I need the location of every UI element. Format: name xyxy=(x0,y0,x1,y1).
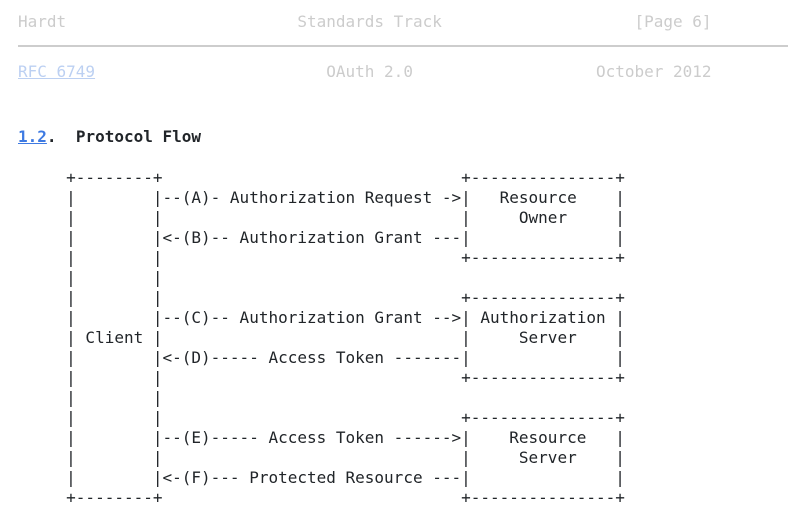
page-header-rest: OAuth 2.0 October 2012 xyxy=(95,62,712,81)
section-heading: 1.2. Protocol Flow xyxy=(18,127,788,147)
page-header-line: RFC 6749 OAuth 2.0 October 2012 xyxy=(18,62,788,82)
page-footer-line: Hardt Standards Track [Page 6] xyxy=(18,12,712,31)
page-divider xyxy=(18,45,788,47)
section-heading-separator: . xyxy=(46,127,76,146)
protocol-flow-figure: +--------+ +---------------+ | |--(A)- A… xyxy=(66,168,625,507)
rfc-6749-link[interactable]: RFC 6749 xyxy=(18,62,96,81)
section-title: Protocol Flow xyxy=(75,127,202,146)
section-number-link[interactable]: 1.2 xyxy=(18,127,47,146)
